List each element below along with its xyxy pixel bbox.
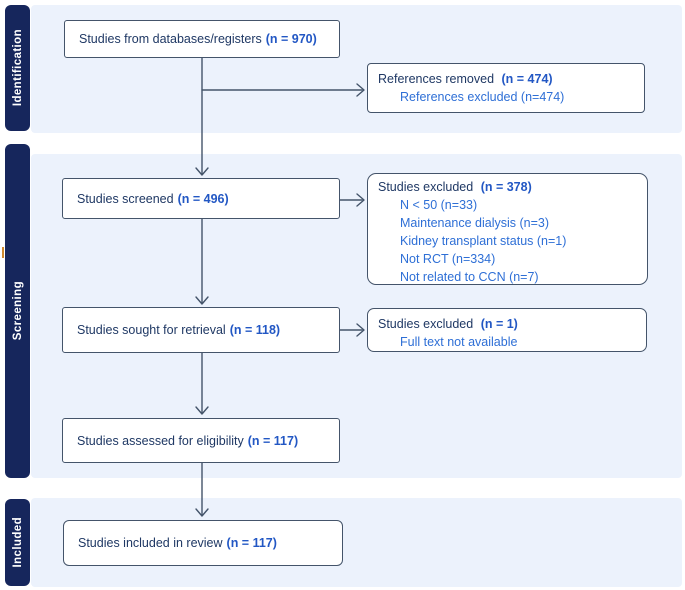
references-removed-box: References removed (n = 474) References … [367,63,645,113]
studies-from-databases-count: (n = 970) [265,32,317,46]
studies-screened-count: (n = 496) [177,191,229,206]
studies-included-box: Studies included in review (n = 117) [63,520,343,566]
references-removed-count: (n = 474) [501,72,553,86]
studies-excluded-1-count: (n = 1) [480,317,518,331]
studies-excluded-1-header: Studies excluded (n = 1) [378,315,638,333]
studies-screened-box: Studies screened (n = 496) [62,178,340,219]
exclusion-reason: Not RCT (n=334) [400,252,496,266]
studies-from-databases-text: Studies from databases/registers [79,32,262,46]
studies-assessed-box: Studies assessed for eligibility (n = 11… [62,418,340,463]
studies-excluded-378-text: Studies excluded [378,180,474,194]
studies-excluded-1-text: Studies excluded [378,317,474,331]
studies-included-text: Studies included in review [78,536,223,550]
studies-excluded-1-detail: Full text not available [400,335,518,349]
studies-assessed-text: Studies assessed for eligibility [77,433,244,448]
exclusion-reason: N < 50 (n=33) [400,198,478,212]
references-removed-text: References removed [378,72,495,86]
studies-sought-count: (n = 118) [229,323,281,337]
screening-label: Screening [11,281,24,341]
studies-assessed-count: (n = 117) [247,433,299,448]
studies-sought-box: Studies sought for retrieval (n = 118) [62,307,340,353]
references-removed-detail: References excluded (n=474) [400,90,565,104]
identification-sidebar-bar: Identification [5,5,30,131]
included-label: Included [11,517,24,568]
studies-excluded-378-box: Studies excluded (n = 378) N < 50 (n=33)… [367,173,648,285]
identification-label: Identification [11,29,24,107]
screening-sidebar-bar: Screening [5,144,30,478]
exclusion-reason: Maintenance dialysis (n=3) [400,216,550,230]
exclusion-reason: Kidney transplant status (n=1) [400,234,567,248]
studies-included-count: (n = 117) [226,536,277,550]
studies-from-databases-box: Studies from databases/registers (n = 97… [64,20,340,58]
included-sidebar-bar: Included [5,499,30,586]
studies-excluded-378-header: Studies excluded (n = 378) [378,178,639,196]
exclusion-reason: Not related to CCN (n=7) [400,270,539,284]
studies-excluded-378-count: (n = 378) [480,180,532,194]
stray-mark [2,247,4,258]
studies-screened-text: Studies screened [77,191,174,206]
studies-excluded-1-box: Studies excluded (n = 1) Full text not a… [367,308,647,352]
studies-sought-text: Studies sought for retrieval [77,323,226,337]
references-removed-header: References removed (n = 474) [378,70,636,88]
